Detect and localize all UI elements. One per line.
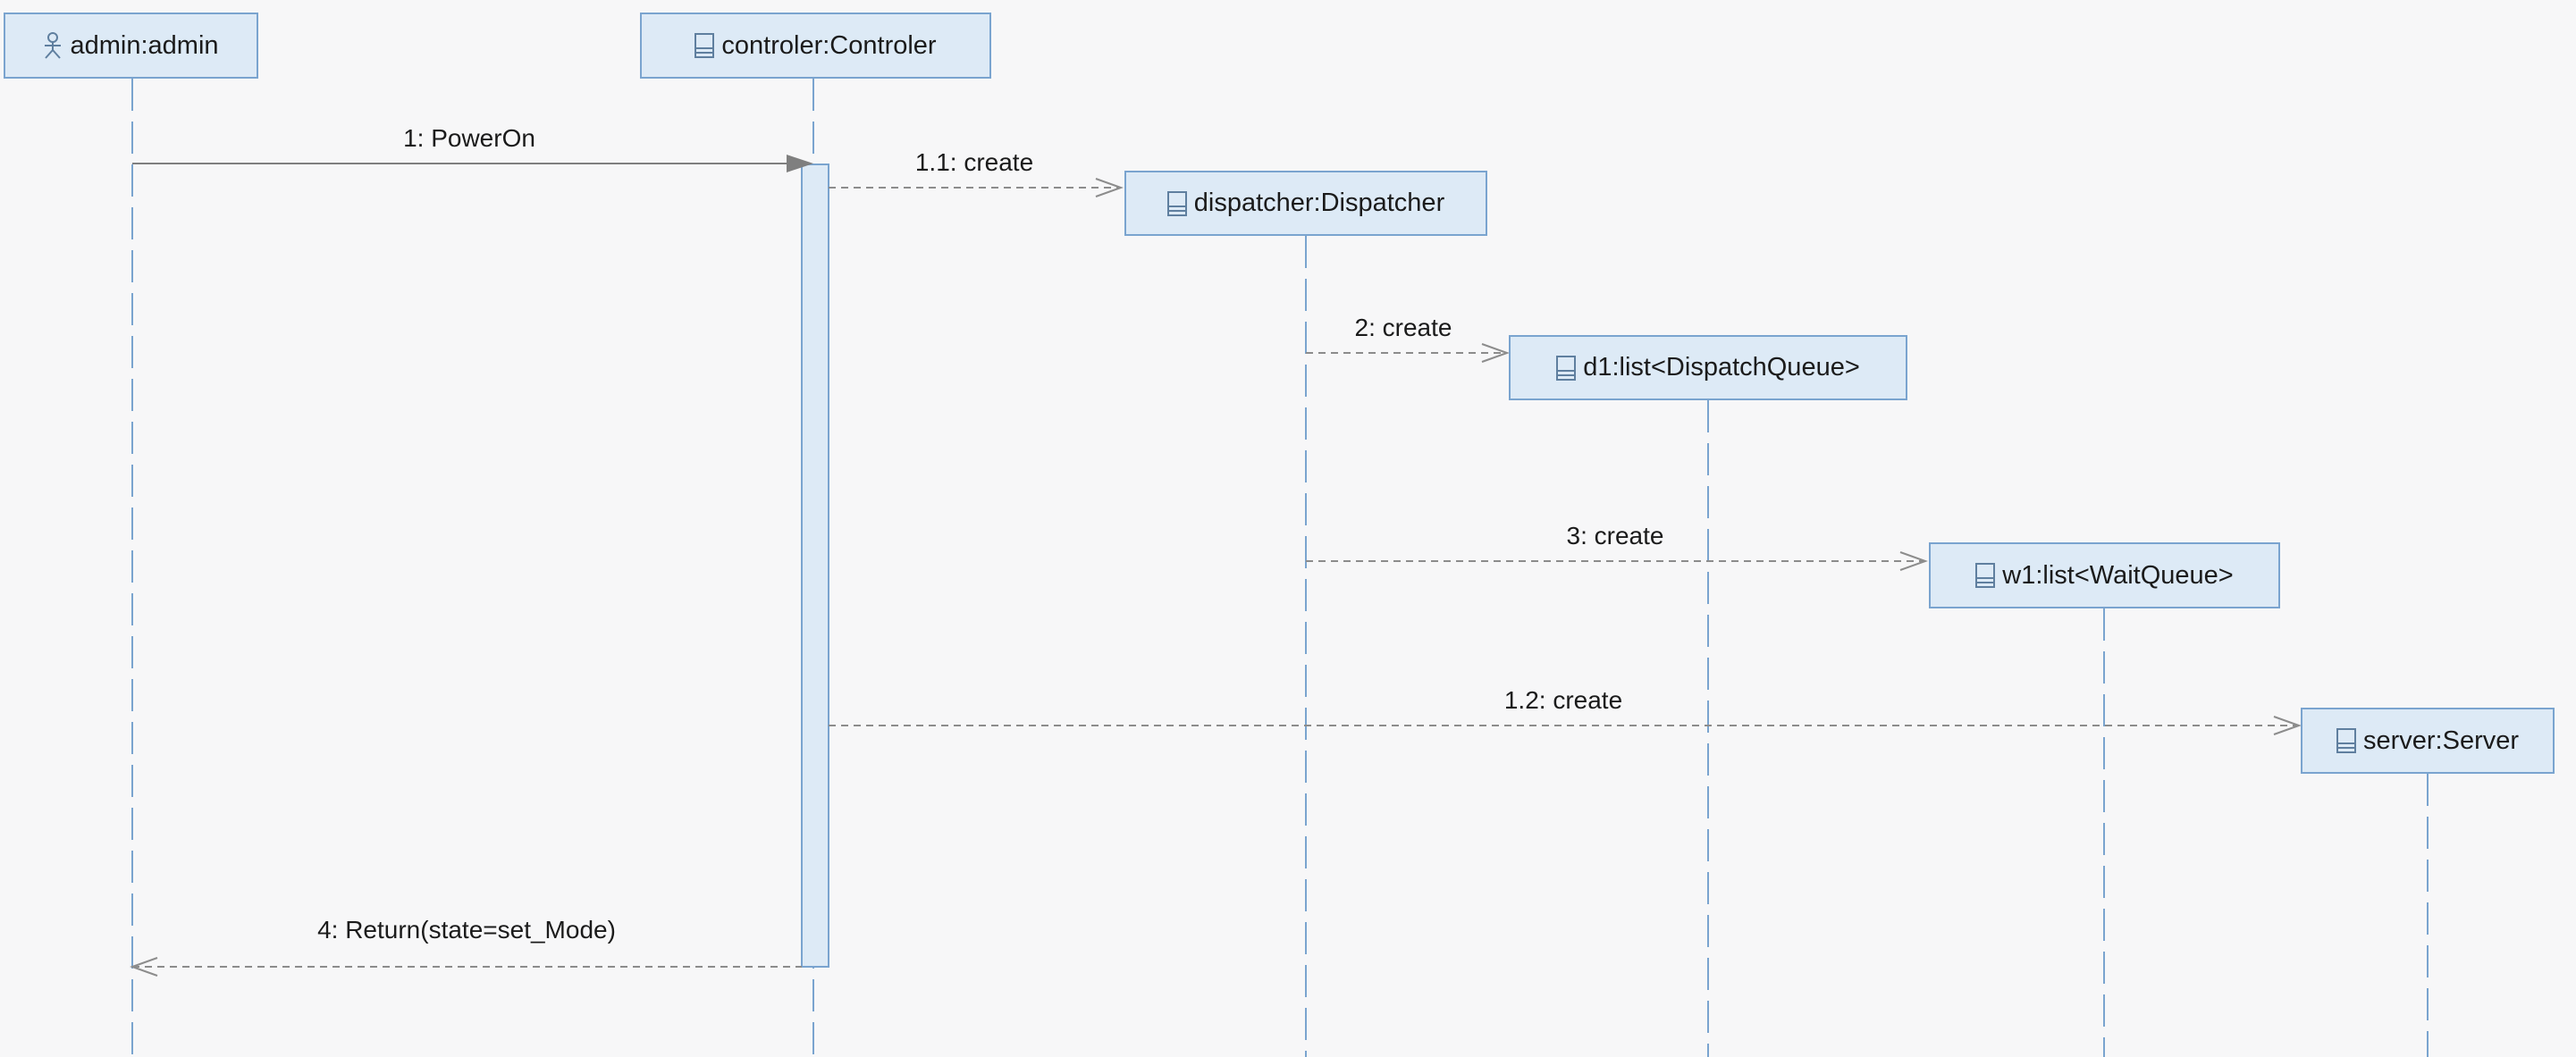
message-poweron[interactable]	[132, 155, 813, 172]
message-label-create-d1: 2: create	[1354, 314, 1452, 341]
message-label-poweron: 1: PowerOn	[403, 124, 535, 152]
message-create-w1[interactable]	[1306, 551, 1928, 571]
lifeline-label: d1:list<DispatchQueue>	[1583, 353, 1860, 382]
open-arrowhead-icon	[1095, 178, 1124, 197]
open-arrowhead-icon	[1481, 343, 1510, 363]
open-arrowhead-icon	[2273, 716, 2302, 735]
lifeline-admin[interactable]: admin:admin	[4, 13, 258, 79]
activation-bar-controler[interactable]	[801, 164, 829, 968]
message-create-server[interactable]	[829, 716, 2302, 735]
lifeline-label: admin:admin	[70, 30, 219, 60]
message-label-create-w1: 3: create	[1566, 522, 1664, 549]
class-icon	[1556, 355, 1577, 381]
open-arrowhead-icon	[1899, 551, 1928, 571]
message-label-create-dispatcher: 1.1: create	[914, 148, 1034, 176]
class-icon	[2336, 728, 2356, 753]
lifeline-w1[interactable]: w1:list<WaitQueue>	[1929, 542, 2280, 608]
lifeline-dispatcher[interactable]: dispatcher:Dispatcher	[1124, 171, 1487, 236]
message-return-admin[interactable]	[130, 957, 802, 977]
open-arrowhead-icon	[130, 957, 158, 977]
lifeline-d1[interactable]: d1:list<DispatchQueue>	[1509, 335, 1907, 400]
lifeline-label: dispatcher:Dispatcher	[1193, 189, 1445, 217]
message-create-dispatcher[interactable]	[829, 178, 1124, 197]
class-icon	[1166, 190, 1187, 216]
filled-arrowhead-icon	[787, 155, 813, 172]
actor-icon	[43, 32, 63, 59]
message-create-d1[interactable]	[1306, 343, 1510, 363]
lifeline-label: server:Server	[2362, 726, 2520, 755]
lifeline-label: w1:list<WaitQueue>	[2002, 560, 2234, 590]
lifeline-server[interactable]: server:Server	[2301, 708, 2555, 774]
lifeline-controler[interactable]: controler:Controler	[640, 13, 991, 79]
class-icon	[695, 33, 715, 58]
lifeline-label: controler:Controler	[721, 30, 937, 60]
message-label-return: 4: Return(state=set_Mode)	[317, 916, 616, 944]
message-label-create-server: 1.2: create	[1503, 686, 1623, 714]
class-icon	[1975, 563, 1996, 588]
